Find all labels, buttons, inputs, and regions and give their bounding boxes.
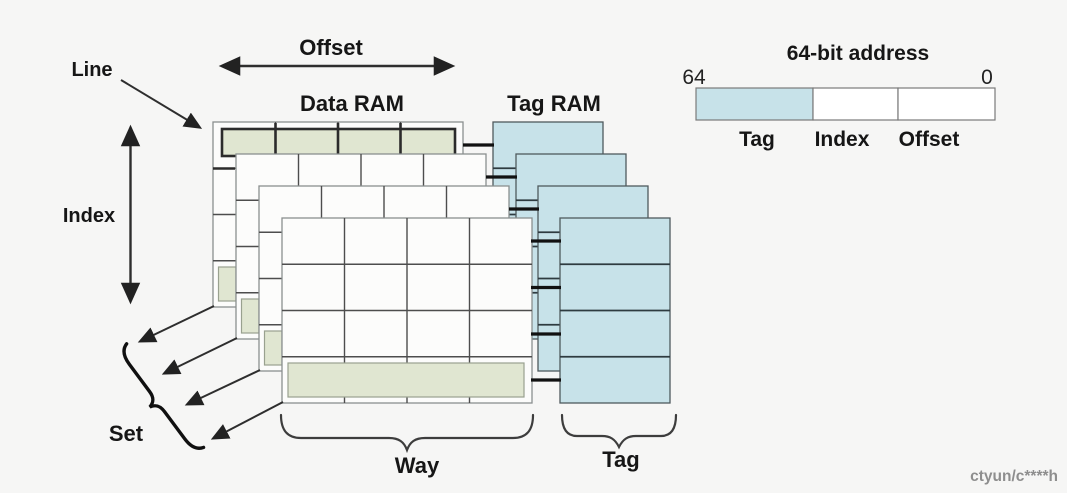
way-brace [279,413,535,454]
tag-ram-label: Tag RAM [507,91,601,116]
address-diagram: 64-bit address 64 0 Tag Index Offset [682,42,996,151]
data-ram-stack [212,121,533,404]
address-msb: 64 [682,66,706,89]
address-field-tag [695,87,814,121]
set-label: Set [109,421,144,446]
way-label: Way [395,453,440,478]
address-index-label: Index [815,128,870,151]
line-arrow [120,79,203,129]
address-field-index [812,87,899,121]
set-arrows [137,305,284,440]
tag-ram-sheet-4 [559,217,671,404]
set-brace [122,342,206,450]
address-tag-label: Tag [739,128,775,151]
data-ram-label: Data RAM [300,91,404,116]
tag-label: Tag [602,447,639,472]
set-arrow-4 [210,401,284,440]
set-arrow-2 [161,337,238,375]
line-label: Line [71,59,112,81]
watermark: ctyun/c****h [970,468,1058,485]
address-title: 64-bit address [787,42,929,65]
data-ram-sheet-4 [281,217,533,404]
address-lsb: 0 [981,66,993,89]
data-ram-sheet-1 [212,121,464,308]
set-highlight-cell [240,298,260,334]
tag-brace [560,413,678,450]
index-label: Index [63,205,115,227]
way-highlight-row [287,362,525,398]
set-arrow-3 [184,369,261,406]
set-arrow-1 [137,305,215,343]
offset-label: Offset [299,35,363,60]
set-highlight-cell [217,266,237,302]
address-offset-label: Offset [899,128,960,151]
data-tag-connectors [463,143,561,382]
address-field-offset [897,87,996,121]
set-highlight-cell [263,330,283,366]
